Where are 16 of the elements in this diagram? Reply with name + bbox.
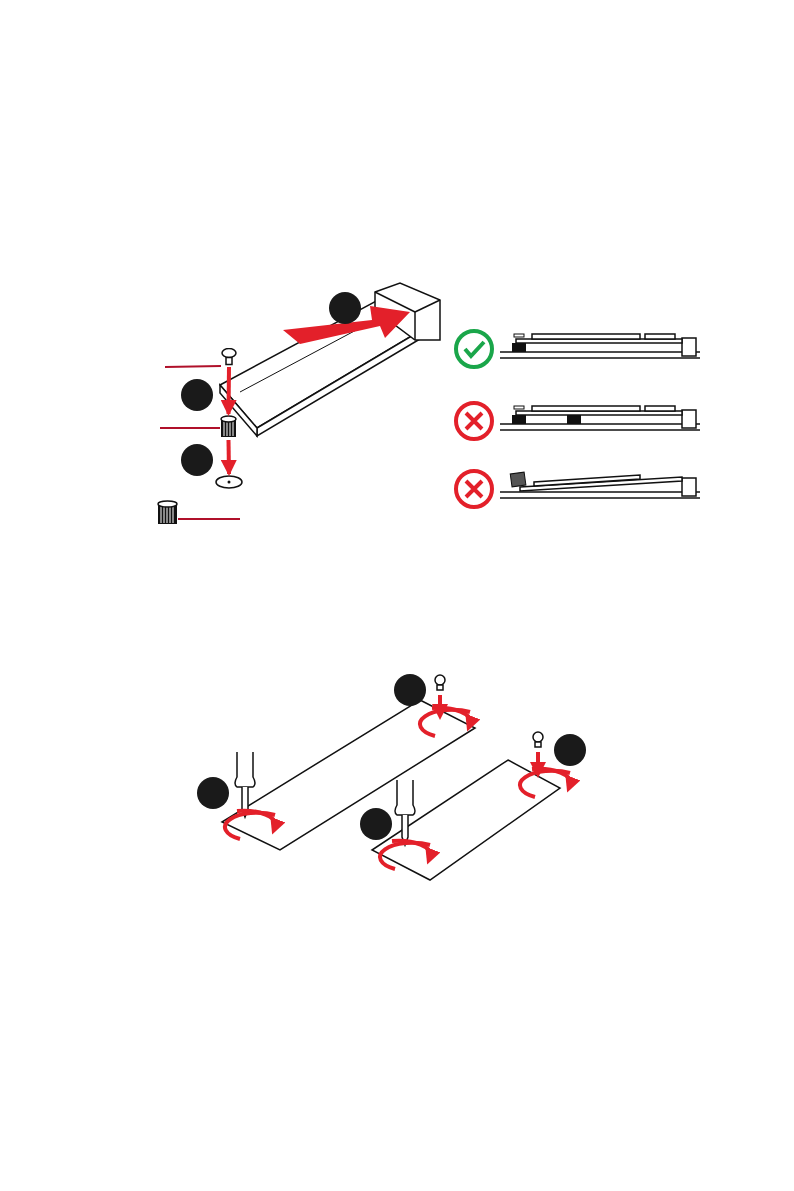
standoff-icon xyxy=(157,500,178,526)
step-marker xyxy=(197,777,229,809)
leader-line xyxy=(159,427,221,429)
step-marker xyxy=(554,734,586,766)
washer-icon xyxy=(215,475,243,489)
leader-line xyxy=(164,365,222,368)
step-marker xyxy=(360,808,392,840)
leader-line xyxy=(177,518,241,520)
step-marker xyxy=(181,444,213,476)
step-marker xyxy=(329,292,361,324)
arrow xyxy=(220,439,237,476)
step-marker xyxy=(181,379,213,411)
arrow xyxy=(220,366,237,416)
screw-icon xyxy=(221,348,237,366)
step-marker xyxy=(394,674,426,706)
standoff-icon xyxy=(220,415,237,439)
